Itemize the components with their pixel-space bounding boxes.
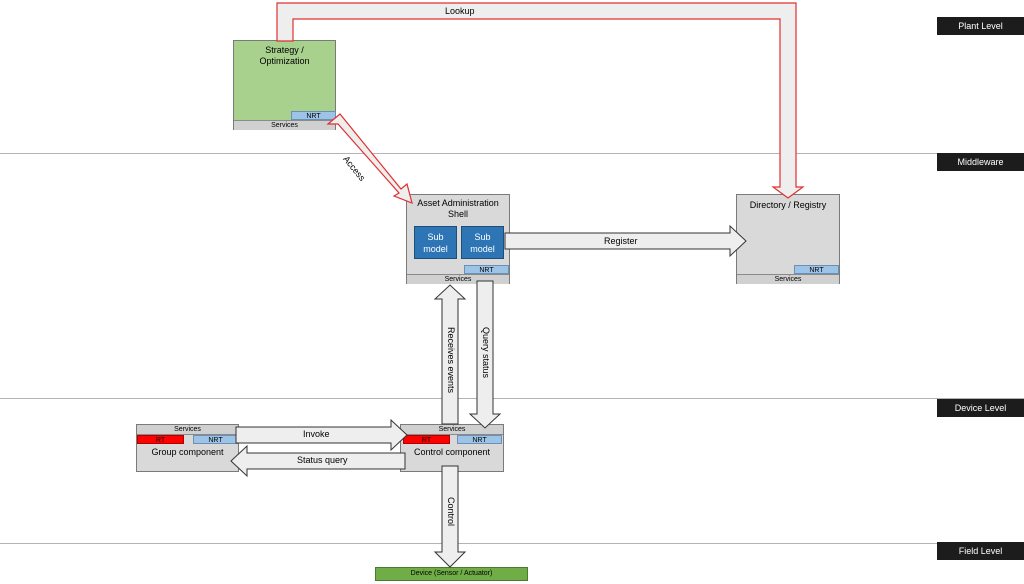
directory-registry-box[interactable]: Directory / Registry NRT Services bbox=[736, 194, 840, 284]
aas-title: Asset Administration Shell bbox=[417, 198, 499, 219]
submodel-2[interactable]: Sub model bbox=[461, 226, 504, 259]
control-label: Control bbox=[446, 497, 456, 527]
directory-nrt-tag: NRT bbox=[794, 265, 839, 274]
asset-administration-shell-box[interactable]: Asset Administration Shell Sub model Sub… bbox=[406, 194, 510, 284]
group-services-strip: Services bbox=[137, 425, 238, 435]
group-rt-tag: RT bbox=[137, 435, 184, 444]
lookup-label: Lookup bbox=[445, 6, 475, 16]
group-title: Group component bbox=[151, 447, 224, 457]
level-label-middleware: Middleware bbox=[937, 153, 1024, 171]
control-rt-tag: RT bbox=[403, 435, 450, 444]
aas-services-strip: Services bbox=[407, 274, 509, 284]
access-arrow[interactable] bbox=[326, 113, 413, 204]
register-arrow[interactable] bbox=[504, 224, 747, 258]
status-query-arrow[interactable] bbox=[230, 444, 406, 478]
strategy-nrt-tag: NRT bbox=[291, 111, 336, 120]
aas-nrt-tag: NRT bbox=[464, 265, 509, 274]
invoke-arrow[interactable] bbox=[235, 418, 408, 452]
separator-device-field bbox=[0, 543, 1024, 544]
level-label-field: Field Level bbox=[937, 542, 1024, 560]
group-component-box[interactable]: Services RT NRT Group component bbox=[136, 424, 239, 472]
level-label-device: Device Level bbox=[937, 399, 1024, 417]
control-services-strip: Services bbox=[401, 425, 503, 435]
directory-services-strip: Services bbox=[737, 274, 839, 284]
level-label-plant: Plant Level bbox=[937, 17, 1024, 35]
control-nrt-tag: NRT bbox=[457, 435, 502, 444]
receives-events-arrow[interactable] bbox=[433, 284, 467, 425]
control-title: Control component bbox=[413, 447, 491, 457]
lookup-arrow[interactable] bbox=[276, 2, 805, 199]
device-sensor-actuator-box[interactable]: Device (Sensor / Actuator) bbox=[375, 567, 528, 581]
strategy-services-strip: Services bbox=[234, 120, 335, 130]
directory-title: Directory / Registry bbox=[749, 200, 827, 210]
query-status-arrow[interactable] bbox=[468, 280, 502, 429]
separator-middleware-device bbox=[0, 398, 1024, 399]
submodel-1[interactable]: Sub model bbox=[414, 226, 457, 259]
status-query-label: Status query bbox=[297, 455, 348, 465]
register-label: Register bbox=[604, 236, 638, 246]
strategy-title: Strategy / Optimization bbox=[259, 45, 310, 66]
query-status-label: Query status bbox=[481, 327, 491, 379]
strategy-optimization-box[interactable]: Strategy / Optimization NRT Services bbox=[233, 40, 336, 130]
receives-events-label: Receives events bbox=[446, 327, 456, 394]
invoke-label: Invoke bbox=[303, 429, 330, 439]
separator-plant-middleware bbox=[0, 153, 1024, 154]
control-arrow[interactable] bbox=[433, 465, 467, 568]
